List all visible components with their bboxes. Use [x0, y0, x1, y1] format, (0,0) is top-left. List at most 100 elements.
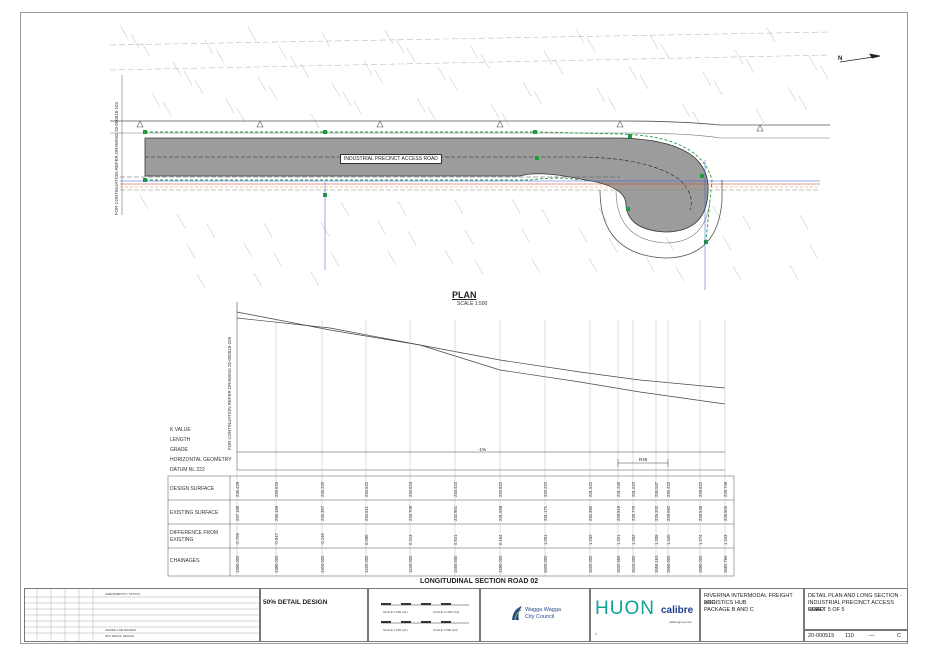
- section-value-existing: 231.658: [498, 505, 503, 521]
- design-surface-line: [236, 317, 726, 389]
- section-value-design: 232.822: [498, 481, 503, 497]
- hatch-mark: [712, 205, 722, 221]
- hatch-mark: [176, 213, 186, 229]
- hatch-mark: [501, 112, 511, 128]
- hatch-mark: [151, 92, 161, 108]
- revision-letter: C: [897, 633, 901, 639]
- section-value-difference: 1.051: [543, 534, 548, 545]
- hatch-mark: [342, 91, 352, 107]
- hatch-mark: [722, 235, 732, 251]
- scale-bar-box: SCALE 1:500 (A1) SCALE 1:1000 (A3) SCALE…: [368, 588, 480, 642]
- pole-markers: [136, 120, 764, 132]
- hatch-mark: [437, 66, 447, 82]
- hatch-mark: [427, 106, 437, 122]
- hatch-mark: [533, 90, 543, 106]
- hatch-mark: [340, 201, 350, 217]
- hatch-mark: [236, 107, 246, 123]
- hatch-mark: [578, 227, 588, 243]
- client-box: Wagga Wagga City Council: [480, 588, 590, 642]
- hatch-mark: [543, 50, 553, 66]
- row-label-existing: EXISTING SURFACE: [170, 510, 219, 516]
- hatch-mark: [172, 61, 182, 77]
- hatch-mark: [206, 223, 216, 239]
- hatch-mark: [397, 200, 407, 216]
- hatch-mark: [766, 27, 776, 43]
- section-value-chainage: 1500.000: [543, 555, 548, 573]
- scale-c: SCALE 1:250 (A1): [383, 628, 408, 632]
- hatch-mark: [541, 208, 551, 224]
- section-value-existing: 229.770: [631, 505, 636, 521]
- hatch-mark: [575, 28, 585, 44]
- plan-title: PLAN: [452, 290, 477, 300]
- hatch-mark: [247, 26, 257, 42]
- hatch-mark: [289, 54, 299, 70]
- hatch-mark: [819, 64, 829, 80]
- hatch-mark: [196, 273, 206, 289]
- section-value-existing: 231.171: [543, 505, 548, 521]
- section-value-chainage: 1480.000: [498, 555, 503, 573]
- hatch-mark: [406, 47, 416, 63]
- revision-entry-1: ISSUED FOR REVIEW: [105, 628, 137, 632]
- section-value-existing: 232.901: [453, 505, 458, 521]
- section-value-design: 230.422: [666, 481, 671, 497]
- road-pavement: [144, 137, 709, 233]
- section-value-difference: -0.547: [274, 533, 279, 545]
- hatch-mark: [330, 251, 340, 267]
- section-value-chainage: 1582.766: [723, 555, 728, 573]
- road-centreline: [145, 156, 692, 211]
- hatch-mark: [464, 229, 474, 245]
- hatch-mark: [139, 194, 149, 210]
- hatch-mark: [745, 58, 755, 74]
- contour-line: [109, 31, 831, 46]
- hatch-mark: [469, 44, 479, 60]
- hatch-mark: [273, 252, 283, 268]
- section-value-design: 229.749: [723, 481, 728, 497]
- long-section-title: LONGITUDINAL SECTION ROAD 02: [420, 578, 539, 585]
- hatch-mark: [755, 108, 765, 124]
- consultant-box: HUON calibre calibregroup.com ©: [590, 588, 700, 642]
- project-line-2: LOGISTICS HUB: [704, 600, 747, 606]
- consultant2-logo: calibre: [661, 605, 694, 616]
- terrain-hatch: [109, 24, 831, 289]
- status-box: 50% DETAIL DESIGN: [260, 588, 368, 642]
- section-value-difference: -0.146: [320, 533, 325, 545]
- site-boundary: [145, 131, 713, 241]
- hatch-mark: [480, 53, 490, 69]
- section-value-existing: 235.367: [320, 505, 325, 521]
- hatch-mark: [675, 266, 685, 282]
- road-name-label: INDUSTRIAL PRECINCT ACCESS ROAD: [340, 154, 442, 164]
- consultant-logo: HUON: [595, 598, 655, 619]
- hatch-mark: [278, 45, 288, 61]
- hatch-mark: [522, 81, 532, 97]
- section-value-chainage: 1556.163: [654, 555, 659, 573]
- client-logo-icon: [511, 605, 523, 621]
- website: calibregroup.com: [669, 620, 693, 624]
- hatch-mark: [374, 69, 384, 85]
- section-value-chainage: 1460.000: [453, 555, 458, 573]
- road-edge-top: [110, 120, 830, 126]
- section-value-existing: 228.506: [723, 505, 728, 521]
- section-value-existing: 228.548: [698, 505, 703, 521]
- cul-de-sac-outline: [599, 180, 723, 259]
- hatch-mark: [448, 75, 458, 91]
- row-label-design: DESIGN SURFACE: [170, 486, 215, 492]
- section-value-design: 230.537: [654, 481, 659, 497]
- hatch-mark: [809, 244, 819, 260]
- dash: —: [869, 633, 875, 639]
- section-value-difference: 0.313: [408, 534, 413, 545]
- section-value-chainage: 1540.000: [631, 555, 636, 573]
- hatch-mark: [554, 59, 564, 75]
- section-value-existing: 234.511: [364, 506, 369, 521]
- hatch-mark: [377, 220, 387, 236]
- row-label-datum: DATUM RL 222: [170, 467, 205, 473]
- section-continuation-ref: FOR CONTINUATION REFER DRAWING 20-000515…: [227, 337, 232, 450]
- scale-d: SCALE 1:500 (A3): [433, 628, 458, 632]
- row-label-chainages: CHAINAGES: [170, 558, 200, 564]
- section-value-chainage: 1440.000: [408, 555, 413, 573]
- drawing-line-3: SHEET 5 OF 5: [808, 607, 845, 613]
- hatch-mark: [310, 271, 320, 287]
- hatch-mark: [692, 111, 702, 127]
- hatch-mark: [521, 228, 531, 244]
- hatch-mark: [130, 33, 140, 49]
